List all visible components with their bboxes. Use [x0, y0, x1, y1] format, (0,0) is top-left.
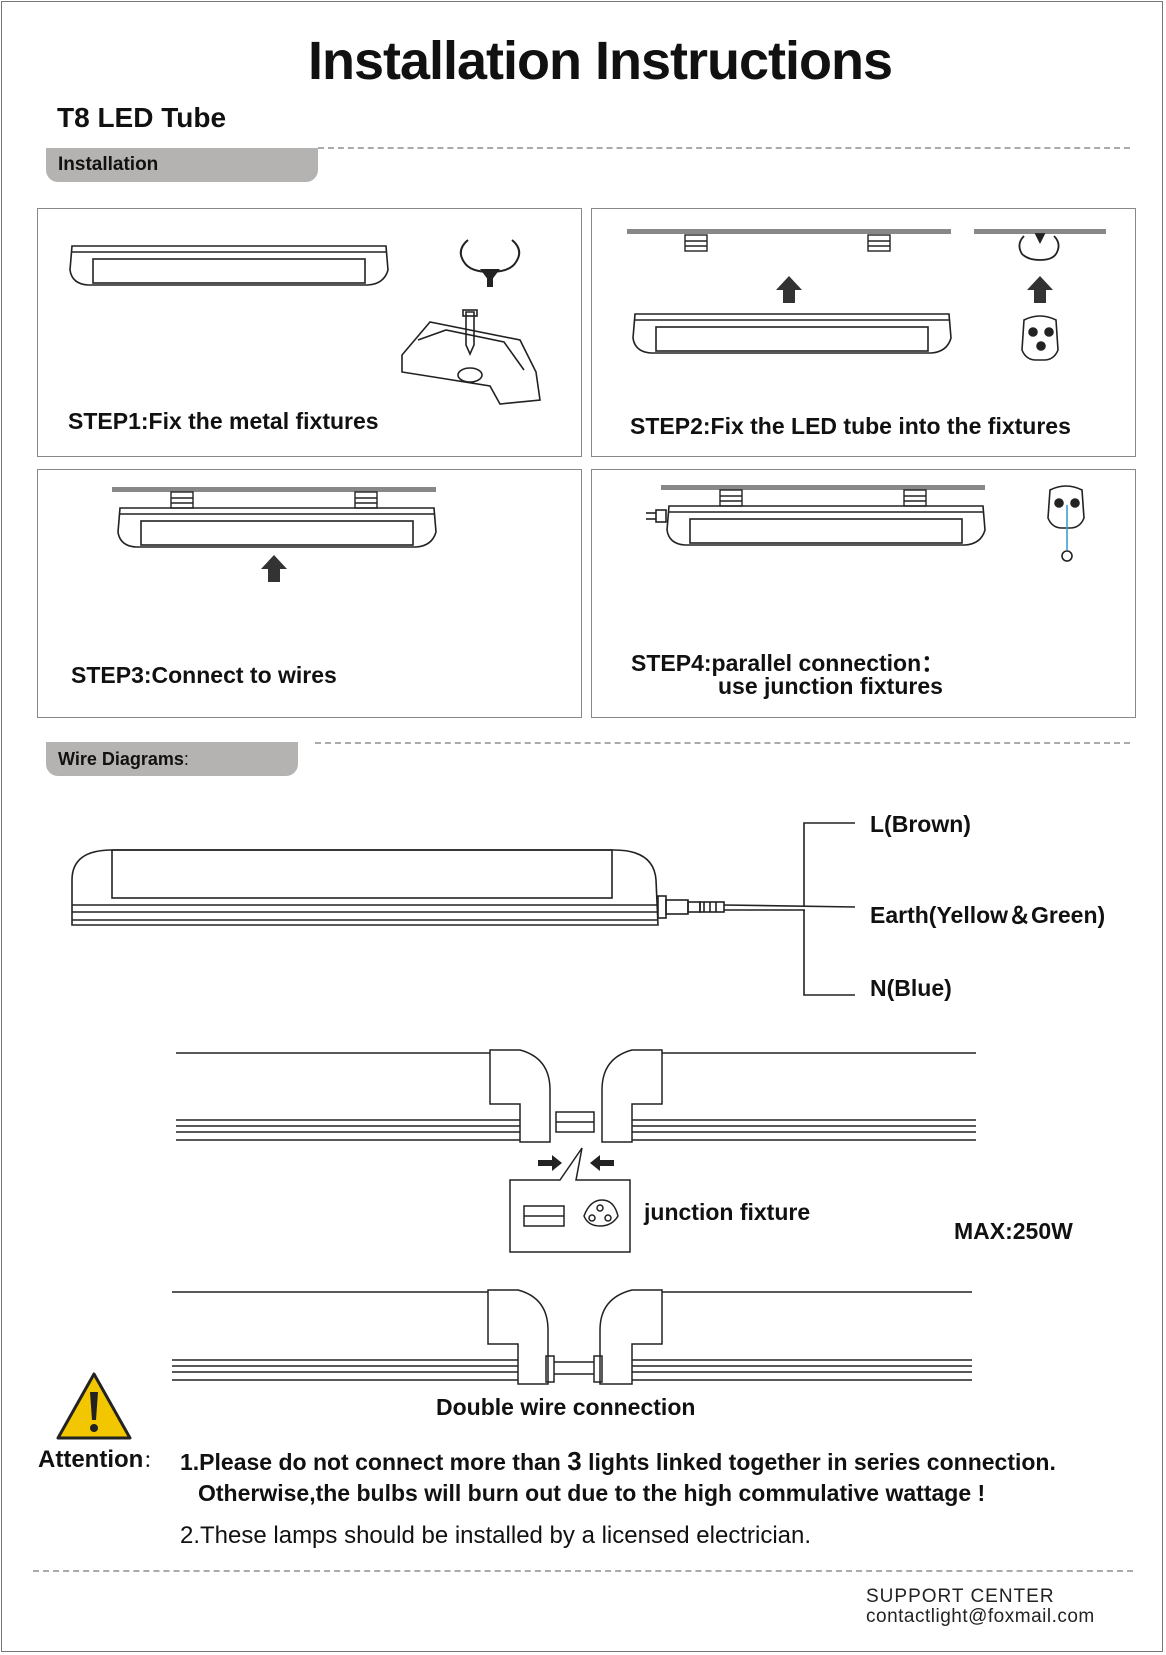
clip-icon [1018, 233, 1060, 261]
section-installation-label: Installation [58, 154, 159, 175]
arrow-right-icon [538, 1155, 562, 1171]
support-heading: SUPPORT CENTER [866, 1586, 1055, 1607]
clip-icon [459, 239, 521, 287]
divider [315, 742, 1130, 744]
section-wire-diagrams-label: Wire Diagrams [58, 749, 184, 769]
step4-label: STEP4:parallel connection： [631, 650, 945, 676]
page-title: Installation Instructions [307, 31, 893, 91]
wire-earth-label: Earth(Yellow＆Green) [870, 902, 1106, 928]
step4-panel [591, 469, 1136, 718]
fixture-icon [401, 309, 541, 405]
wire-neutral-label: N(Blue) [870, 975, 952, 1001]
step2-panel [591, 208, 1136, 457]
wire-live-label: L(Brown) [870, 811, 971, 837]
section-installation: Installation [46, 148, 318, 182]
step3-label: STEP3:Connect to wires [71, 662, 337, 688]
junction-fixture-label: junction fixture [644, 1199, 811, 1225]
step1-label: STEP1:Fix the metal fixtures [68, 408, 379, 434]
step3-panel [37, 469, 582, 718]
step4-label-line2: use junction fixtures [718, 673, 943, 699]
support-email[interactable]: contactlight@foxmail.com [866, 1606, 1095, 1627]
attention-note-2: 2.These lamps should be installed by a l… [180, 1522, 812, 1549]
attention-note-1: 1.Please do not connect more than 3 ligh… [180, 1446, 1056, 1476]
connector-icon [1047, 485, 1085, 562]
attention-note-1-line2: Otherwise,the bulbs will burn out due to… [198, 1480, 986, 1506]
max-wattage-label: MAX:250W [954, 1218, 1073, 1244]
warning-icon [56, 1372, 132, 1440]
section-wire-diagrams: Wire Diagrams: [46, 742, 298, 776]
divider [318, 147, 1130, 149]
attention-label: Attention： [38, 1446, 162, 1473]
step1-panel [37, 208, 582, 457]
step2-label: STEP2:Fix the LED tube into the fixtures [630, 413, 1071, 439]
connector-icon [1021, 315, 1059, 361]
double-wire-label: Double wire connection [436, 1394, 696, 1420]
arrow-up-icon [261, 555, 287, 582]
product-subtitle: T8 LED Tube [57, 102, 227, 133]
divider [33, 1570, 1133, 1572]
arrow-left-icon [590, 1155, 614, 1171]
arrow-up-icon [776, 276, 1053, 303]
